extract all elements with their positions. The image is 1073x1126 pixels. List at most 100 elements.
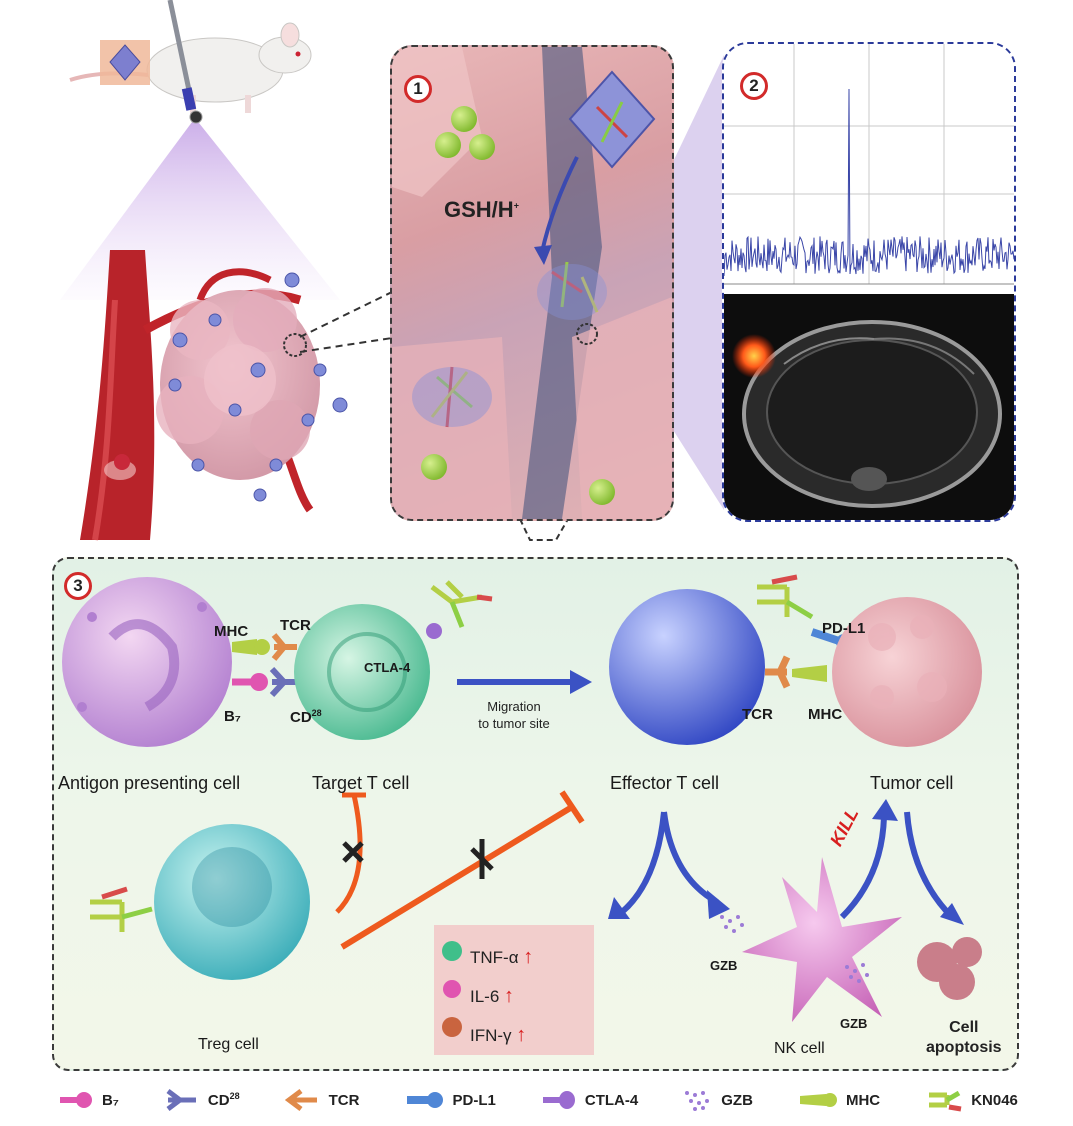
b7-label: B₇: [224, 708, 241, 725]
gzb-granules: [720, 915, 869, 983]
panel-1-number-badge: 1: [404, 75, 432, 103]
apoptosis-caption-line1: Cell: [949, 1019, 979, 1036]
legend-label: CTLA-4: [584, 1091, 639, 1109]
cytokine-item: IFN-γ ↑: [470, 1016, 533, 1055]
tcr-label-left: TCR: [280, 617, 311, 634]
kn046-antibody-right: [757, 574, 814, 620]
effector-t-cell-icon: [609, 589, 765, 745]
legend: B₇ CD28 TCR PD-L1 CTLA-4 GZB MHC KN046: [58, 1082, 1018, 1118]
panel-2-imaging: 2: [722, 42, 1016, 522]
nk-cell-icon: [742, 857, 902, 1022]
gsh-label-text: GSH/H: [444, 197, 514, 222]
panel-1-illustration: [392, 47, 672, 519]
kn046-antibody-top: [430, 580, 493, 628]
nk-cell-caption: NK cell: [774, 1040, 825, 1057]
cytokine-item: TNF-α ↑: [470, 938, 533, 977]
blocked-mark-1: [342, 841, 364, 863]
tumor-cell-caption: Tumor cell: [870, 773, 954, 793]
legend-label-text: CD: [207, 1092, 230, 1109]
cytokine-item: IL-6 ↑: [470, 977, 533, 1016]
legend-item-pdl1: PD-L1: [405, 1090, 496, 1110]
migration-label-line1: Migration: [487, 699, 541, 714]
mri-scan-image: [724, 294, 1014, 520]
effector-to-cytokines-arrow: [620, 811, 667, 915]
effector-to-nk-arrow: [661, 811, 719, 905]
top-left-illustration: [60, 0, 348, 541]
panel-1-tumor-microenvironment: 1 GSH/H+: [390, 45, 674, 521]
legend-item-tcr: TCR: [284, 1089, 360, 1111]
mhc-right: [792, 665, 827, 682]
mouse-icon: [69, 22, 312, 115]
kn046-antibody-treg: [90, 886, 153, 932]
ctla4-label: CTLA-4: [364, 660, 411, 675]
apoptosis-caption-line2: apoptosis: [926, 1039, 1002, 1056]
up-arrow-icon: ↑: [516, 1024, 527, 1046]
up-arrow-icon: ↑: [504, 985, 515, 1007]
treg-cell-icon: [154, 824, 310, 980]
pdl1-icon: [406, 1092, 443, 1108]
release-arrow: [540, 156, 579, 253]
cytokine-name: IFN-γ: [470, 1026, 512, 1045]
mhc-molecule-left: [232, 639, 257, 655]
migration-label-line2: to tumor site: [478, 716, 550, 731]
legend-label-sup: 28: [229, 1091, 240, 1101]
panel-3-number-badge: 3: [64, 572, 92, 600]
panel-2-number-badge: 2: [740, 72, 768, 100]
tcr-right: [765, 655, 791, 689]
panel-3-illustration: [62, 574, 982, 1055]
tcr-left: [271, 633, 297, 661]
apoptosis-caption: Cell apoptosis: [926, 1018, 1002, 1058]
cd28-label-text: CD: [290, 709, 312, 726]
legend-label: MHC: [845, 1091, 881, 1109]
effector-t-cell-caption: Effector T cell: [610, 773, 720, 793]
gzb-label-1: GZB: [710, 958, 738, 973]
cytokine-list: TNF-α ↑ IL-6 ↑ IFN-γ ↑: [470, 938, 533, 1055]
tcr-label-right: TCR: [742, 706, 773, 723]
tumor-mass-icon: [156, 288, 320, 480]
target-t-cell-icon: [294, 604, 430, 740]
gzb-icon: [685, 1091, 710, 1111]
legend-item-cd28: CD28: [164, 1089, 240, 1111]
spectrum-plot: [724, 44, 1014, 294]
tumor-hotspot-icon: [732, 334, 776, 378]
apoptotic-bodies-icon: [917, 937, 982, 1000]
blocked-mark-2: [470, 839, 494, 879]
b7-icon: [60, 1092, 92, 1108]
cytokine-name: IL-6: [470, 987, 500, 1006]
legend-item-gzb: GZB: [683, 1089, 753, 1111]
mhc-label-right: MHC: [808, 706, 843, 723]
legend-item-mhc: MHC: [798, 1090, 880, 1110]
mhc-label-left: MHC: [214, 623, 249, 640]
antigen-presenting-cell-icon: [62, 577, 232, 747]
gsh-label-superscript: +: [513, 200, 519, 211]
gzb-label-2: GZB: [840, 1016, 868, 1031]
gsh-label: GSH/H+: [444, 197, 519, 223]
kn046-icon: [929, 1090, 962, 1112]
legend-item-ctla4: CTLA-4: [541, 1090, 638, 1110]
cd28-label-sup: 28: [311, 708, 322, 718]
ctla4-icon: [542, 1091, 575, 1109]
cd28-left: [269, 666, 297, 698]
treg-to-effector-inhibition: [340, 804, 574, 950]
target-t-cell-caption: Target T cell: [312, 773, 410, 793]
legend-label: PD-L1: [452, 1091, 496, 1109]
zoom-region-marker: [283, 333, 307, 357]
apc-caption: Antigon presenting cell: [58, 773, 241, 793]
spectrum-trace: [724, 88, 1014, 277]
migration-label: Migration to tumor site: [464, 698, 564, 732]
kill-arrow: [839, 816, 887, 920]
legend-label: B₇: [102, 1091, 119, 1109]
tcr-icon: [284, 1089, 317, 1111]
treg-to-target-inhibition: [335, 794, 363, 914]
pdl1-label: PD-L1: [822, 620, 866, 637]
mri-scan-illustration: [732, 320, 1002, 508]
legend-item-kn046: KN046: [925, 1087, 1018, 1113]
legend-item-b7: B₇: [58, 1090, 119, 1110]
legend-label: CD28: [208, 1091, 240, 1109]
up-arrow-icon: ↑: [523, 946, 534, 968]
legend-label: TCR: [328, 1091, 360, 1109]
legend-label: KN046: [971, 1091, 1018, 1109]
mhc-icon: [799, 1093, 837, 1107]
nanoparticle-icons: [168, 272, 348, 502]
cd28-icon: [166, 1089, 196, 1111]
